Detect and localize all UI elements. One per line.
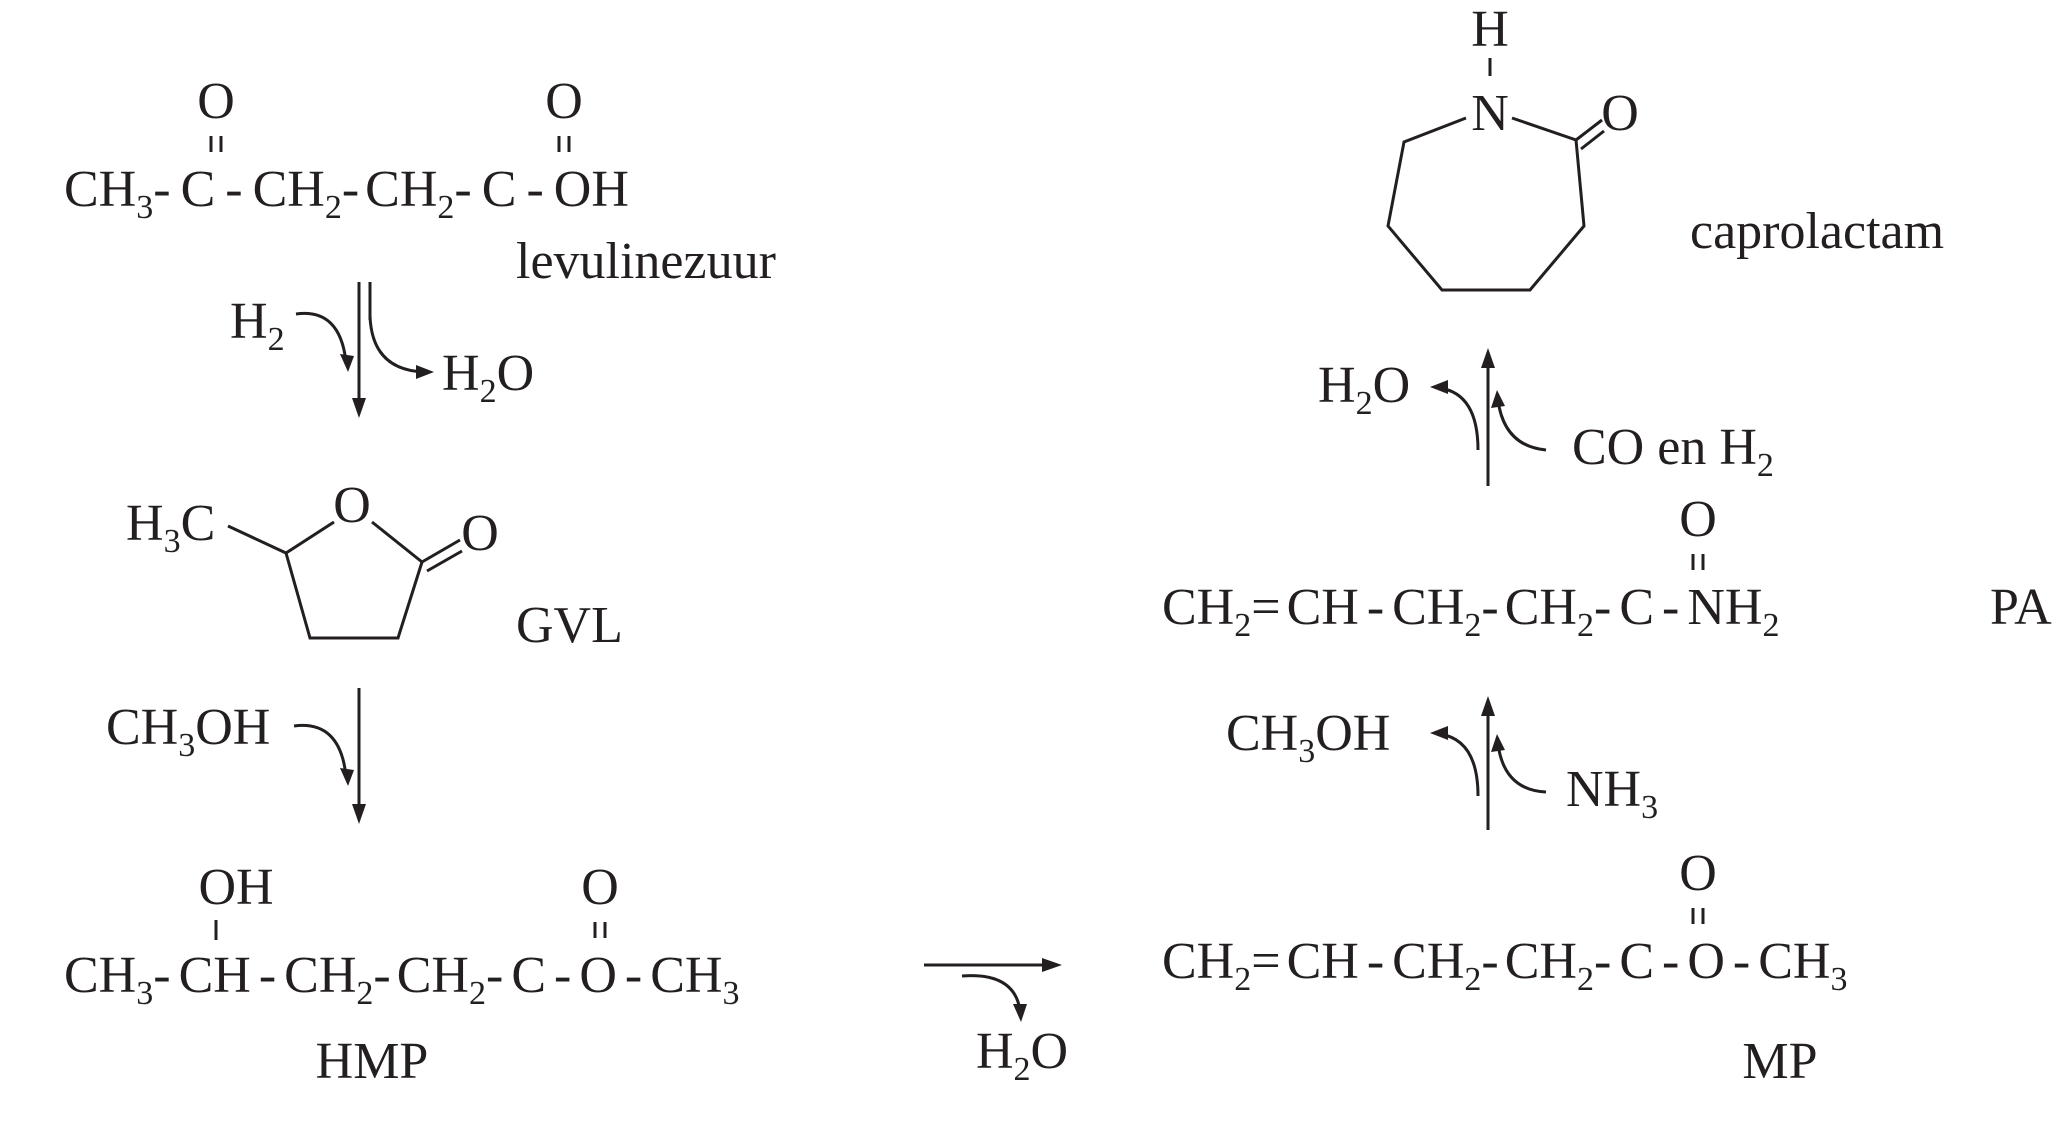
step5-product-h2o: H2O (1318, 357, 1410, 422)
hmp-structure: OH O CH3-CH-CH2-CH2-C-O-CH3 HMP (64, 859, 739, 1090)
mp-formula: CH2=CH-CH2-CH2-C-O-CH3 (1162, 933, 1847, 998)
step4-arrows: NH3 CH3OH (1226, 696, 1658, 830)
step1-reagent-h2: H2 (230, 293, 285, 358)
step2-reagent-curve (293, 723, 348, 777)
levulinezuur-name: levulinezuur (516, 233, 776, 290)
step1-product-h2o: H2O (442, 345, 534, 410)
step4-product-ch3oh: CH3OH (1226, 705, 1390, 770)
levulinezuur-structure: O O CH3-C-CH2-CH2-C-OH levulinezuur (64, 73, 776, 290)
gvl-carbonyl-double-bond (421, 538, 461, 564)
pa-formula: CH2=CH-CH2-CH2-C-NH2 (1162, 579, 1779, 644)
caprolactam-oxygen: O (1601, 85, 1639, 142)
step5-arrows: CO en H2 H2O (1318, 348, 1774, 486)
step5-reagent-curve (1496, 399, 1547, 452)
step1-product-curve (368, 315, 425, 374)
step3-product-h2o: H2O (976, 1023, 1068, 1088)
caprolactam-structure: H N O caprolactam (1386, 1, 1944, 292)
step2-reagent-ch3oh: CH3OH (106, 699, 270, 764)
pa-name: PA (1990, 579, 2052, 636)
step5-product-curve (1439, 386, 1480, 451)
gvl-structure: H3C O O GVL (126, 477, 623, 654)
gvl-carbonyl-oxygen: O (461, 505, 499, 562)
gvl-ring-oxygen: O (333, 477, 371, 534)
caprolactam-ring-bonds (1386, 116, 1586, 292)
hmp-formula: CH3-CH-CH2-CH2-C-O-CH3 (64, 947, 739, 1012)
pa-carbonyl-oxygen: O (1679, 491, 1717, 548)
caprolactam-hydrogen: H (1471, 1, 1509, 58)
caprolactam-carbonyl-double-bond (1575, 118, 1603, 142)
hmp-carbonyl-oxygen: O (581, 859, 619, 916)
caprolactam-name: caprolactam (1690, 203, 1944, 260)
mp-structure: O CH2=CH-CH2-CH2-C-O-CH3 MP (1162, 845, 1847, 1090)
step5-reagent-co-h2: CO en H2 (1572, 419, 1774, 484)
levulinezuur-keto-oxygen: O (197, 73, 235, 130)
pa-structure: O CH2=CH-CH2-CH2-C-NH2 PA (1162, 491, 2052, 644)
levulinezuur-formula: CH3-C-CH2-CH2-C-OH (64, 161, 629, 226)
gvl-name: GVL (516, 597, 623, 654)
mp-name: MP (1742, 1033, 1817, 1090)
mp-carbonyl-oxygen: O (1679, 845, 1717, 902)
step3-arrows: H2O (924, 958, 1068, 1088)
levulinezuur-acid-oxygen: O (545, 73, 583, 130)
step2-arrows: CH3OH (106, 688, 366, 824)
hmp-hydroxyl-group: OH (198, 859, 273, 916)
step4-product-curve (1439, 732, 1480, 797)
gvl-ring-bonds (227, 520, 335, 555)
step1-reagent-curve (295, 311, 348, 363)
step4-reagent-nh3: NH3 (1566, 761, 1658, 826)
step3-product-curve (961, 974, 1022, 1011)
step1-arrows: H2 H2O (230, 282, 534, 418)
gvl-methyl-group: H3C (126, 495, 215, 560)
hmp-name: HMP (316, 1033, 429, 1090)
caprolactam-nitrogen: N (1471, 85, 1509, 142)
step4-reagent-curve (1496, 743, 1547, 794)
